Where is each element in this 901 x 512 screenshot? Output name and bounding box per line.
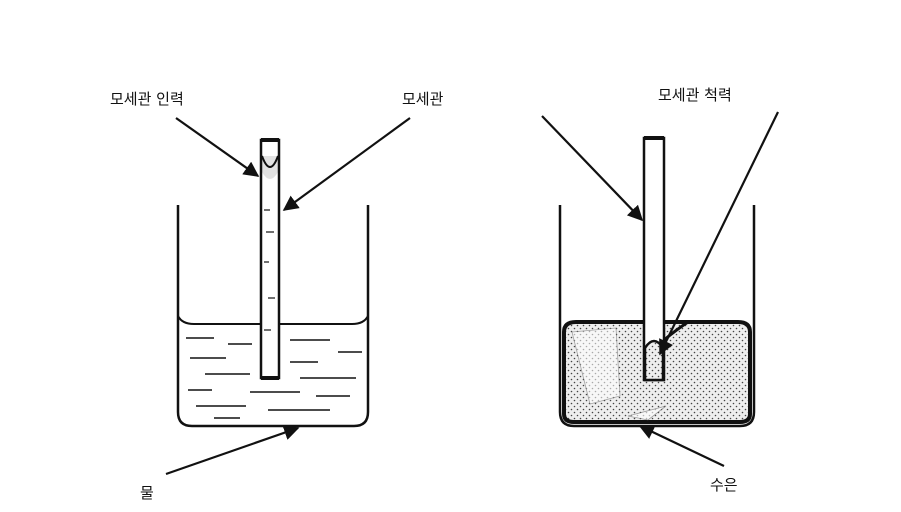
- label-mercury: 수은: [710, 476, 738, 494]
- water-beaker: [176, 205, 370, 428]
- arrow-capillary-tube: [282, 117, 411, 211]
- arrow-capillary-repulsion: [659, 111, 779, 356]
- label-capillary-tube: 모세관: [402, 90, 444, 108]
- label-capillary-attraction: 모세관 인력: [110, 90, 184, 108]
- capillary-tube-left: [259, 138, 281, 380]
- water-lines: [186, 337, 362, 419]
- label-water: 물: [140, 484, 154, 502]
- arrow-water: [165, 425, 300, 476]
- arrow-capillary-attraction: [175, 117, 260, 177]
- arrow-mercury: [638, 425, 725, 467]
- label-capillary-repulsion: 모세관 척력: [658, 86, 732, 104]
- arrow-left-tube: [541, 115, 644, 222]
